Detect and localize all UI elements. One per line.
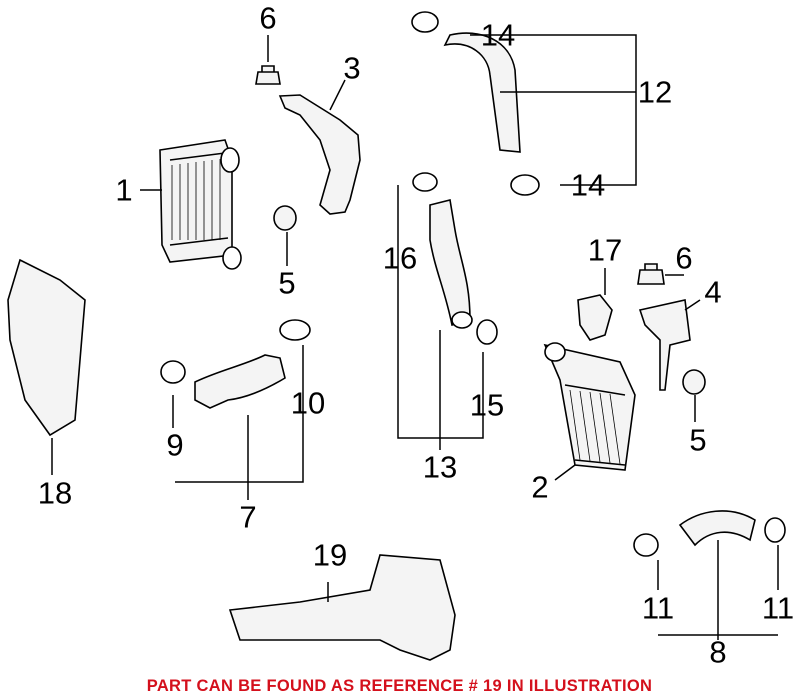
part-nut-6b — [637, 263, 665, 285]
callout-19: 19 — [312, 537, 348, 573]
callout-9: 9 — [166, 427, 184, 463]
callout-5: 5 — [689, 422, 707, 458]
part-bushing-5b — [682, 369, 706, 395]
part-clamp-14b — [510, 174, 540, 196]
callout-18: 18 — [37, 475, 73, 511]
part-nut-6a — [255, 65, 281, 85]
callout-3: 3 — [343, 50, 361, 86]
part-bushing-5a — [273, 205, 297, 231]
part-clamp-16 — [412, 172, 438, 192]
callout-6: 6 — [675, 240, 693, 276]
part-clamp-11a — [633, 533, 659, 557]
part-clamp-11b — [764, 517, 786, 543]
part-shield-18 — [7, 258, 86, 437]
part-hose-13-end — [451, 311, 473, 329]
callout-6: 6 — [259, 0, 277, 36]
part-17 — [577, 294, 613, 341]
callout-11: 11 — [761, 590, 795, 626]
part-bracket-4 — [638, 299, 691, 391]
callout-14: 14 — [570, 167, 606, 203]
part-clamp-15 — [476, 319, 498, 345]
part-hose-12 — [443, 32, 521, 153]
callout-5: 5 — [278, 265, 296, 301]
callout-7: 7 — [239, 499, 257, 535]
leader-lines — [51, 34, 779, 640]
callout-8: 8 — [709, 634, 727, 670]
part-hose-13 — [429, 199, 471, 327]
callout-17: 17 — [587, 232, 623, 268]
callout-15: 15 — [469, 387, 505, 423]
callout-16: 16 — [382, 240, 418, 276]
callout-10: 10 — [290, 385, 326, 421]
callout-14: 14 — [480, 17, 516, 53]
callout-12: 12 — [637, 74, 673, 110]
part-duct-19 — [228, 554, 456, 661]
part-hose-7 — [194, 354, 286, 409]
callout-11: 11 — [641, 590, 675, 626]
part-intercooler-right — [543, 342, 636, 471]
part-intercooler-left — [159, 139, 242, 270]
callout-4: 4 — [704, 274, 722, 310]
part-clamp-9 — [160, 360, 186, 384]
callout-1: 1 — [115, 172, 133, 208]
part-clamp-14a — [411, 11, 439, 33]
callout-13: 13 — [422, 449, 458, 485]
part-hose-8 — [678, 510, 756, 547]
reference-note: PART CAN BE FOUND AS REFERENCE # 19 IN I… — [146, 677, 653, 695]
part-clamp-10 — [279, 319, 311, 341]
callout-2: 2 — [531, 469, 549, 505]
part-bracket-3 — [278, 94, 361, 215]
